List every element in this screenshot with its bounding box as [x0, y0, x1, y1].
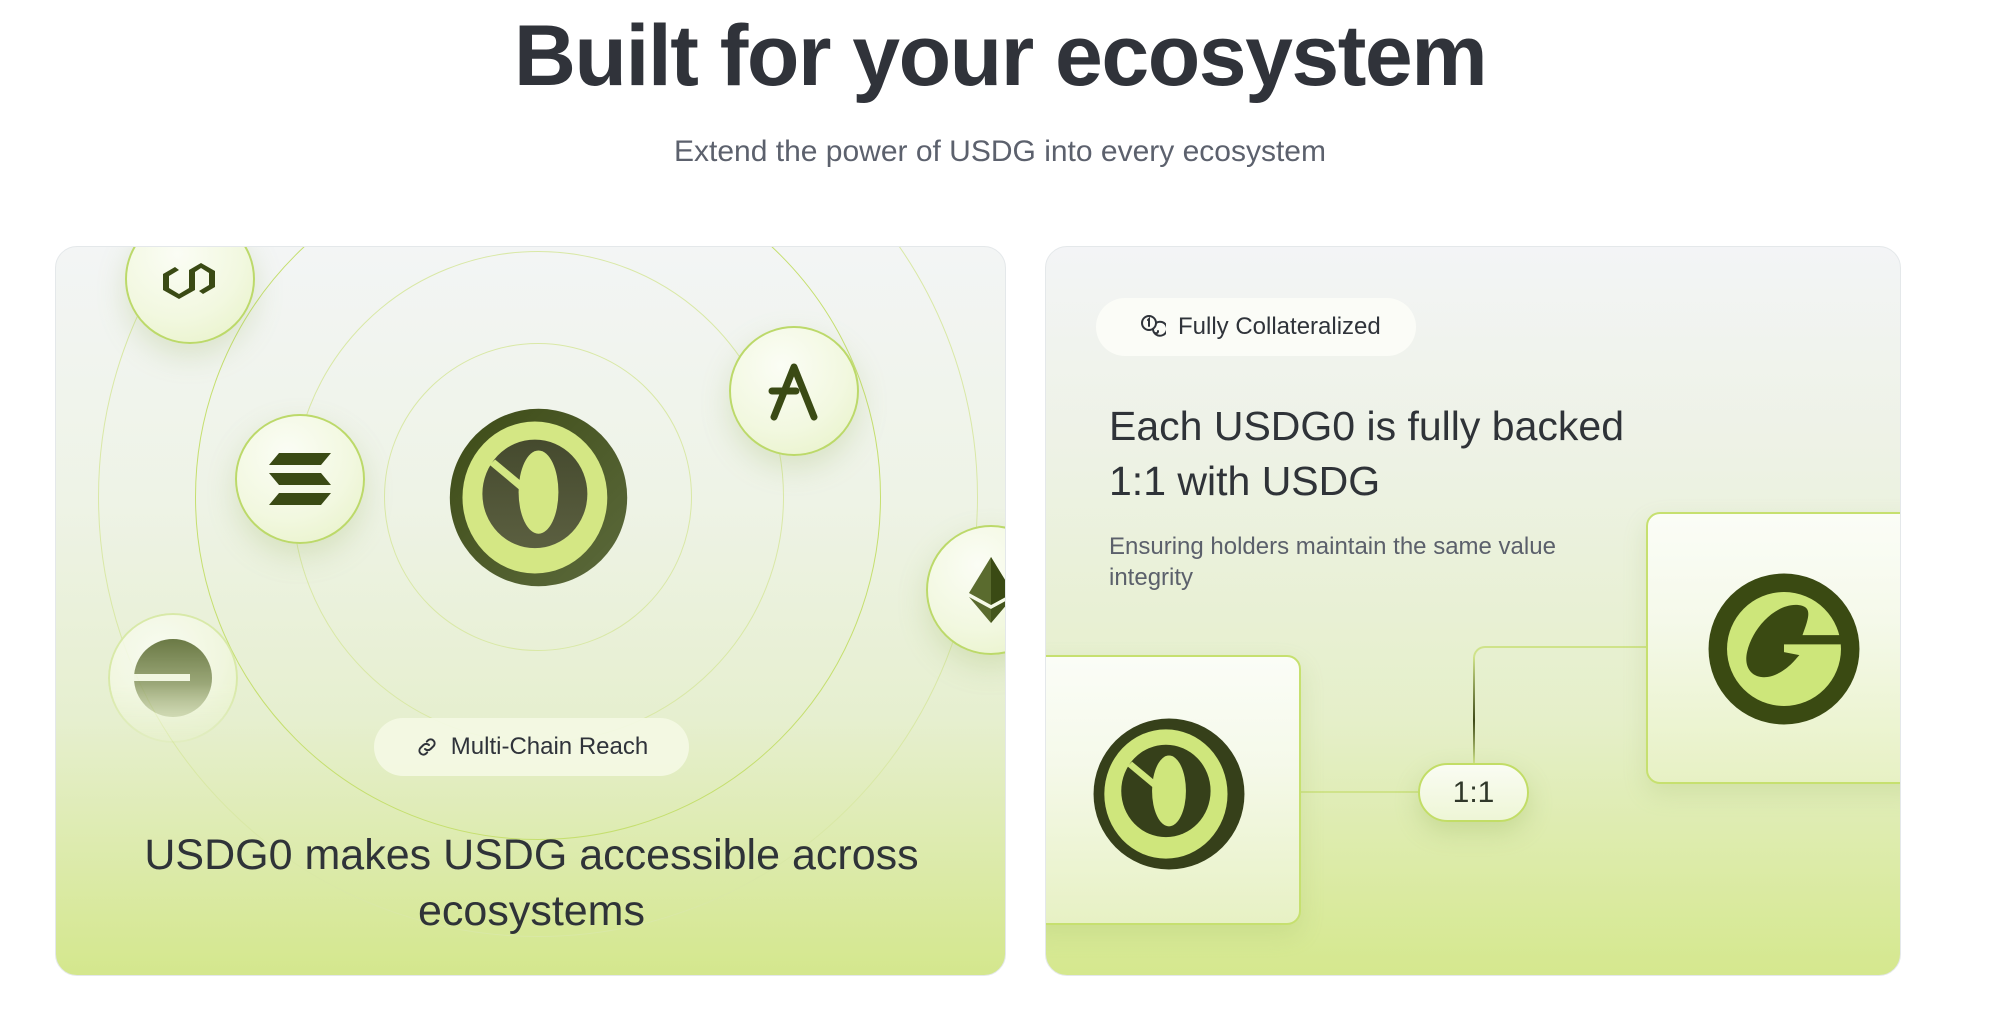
usdg-token-box — [1646, 512, 1900, 784]
card-heading: USDG0 makes USDG accessible across ecosy… — [144, 831, 919, 935]
page-title: Built for your ecosystem — [513, 8, 1488, 104]
ethereum-icon — [969, 557, 1005, 623]
usdg-logo-icon — [1707, 572, 1861, 726]
link-icon — [418, 738, 436, 756]
fully-collateralized-badge: Fully Collateralized — [1096, 298, 1416, 356]
connector-line — [1301, 791, 1418, 793]
card-description: Ensuring holders maintain the same value… — [1109, 533, 1556, 591]
page-subtitle: Extend the power of USDG into every ecos… — [674, 135, 1326, 168]
connector-line — [1473, 657, 1475, 763]
usdg0-logo-icon — [1092, 717, 1246, 871]
multi-chain-card: Multi-Chain Reach USDG0 makes USDG acces… — [55, 246, 1006, 976]
ethena-chain-coin — [108, 613, 238, 743]
aave-icon — [768, 363, 818, 421]
connector-line — [1473, 646, 1646, 763]
coins-icon — [1141, 315, 1166, 337]
polygon-icon — [163, 263, 215, 299]
solana-chain-coin — [235, 414, 365, 544]
card-heading: Each USDG0 is fully backed 1:1 with USDG — [1109, 403, 1625, 504]
ratio-badge: 1:1 — [1418, 763, 1529, 822]
ethena-icon — [134, 639, 212, 717]
usdg0-token-box — [1046, 655, 1301, 925]
badge-label: Fully Collateralized — [1178, 313, 1381, 340]
solana-icon — [269, 453, 331, 505]
multi-chain-reach-badge: Multi-Chain Reach — [374, 718, 689, 776]
usdg0-logo-icon — [448, 407, 629, 588]
badge-label: Multi-Chain Reach — [450, 733, 649, 760]
fully-collateralized-card: Fully Collateralized Each USDG0 is fully… — [1045, 246, 1901, 976]
aave-chain-coin — [729, 326, 859, 456]
